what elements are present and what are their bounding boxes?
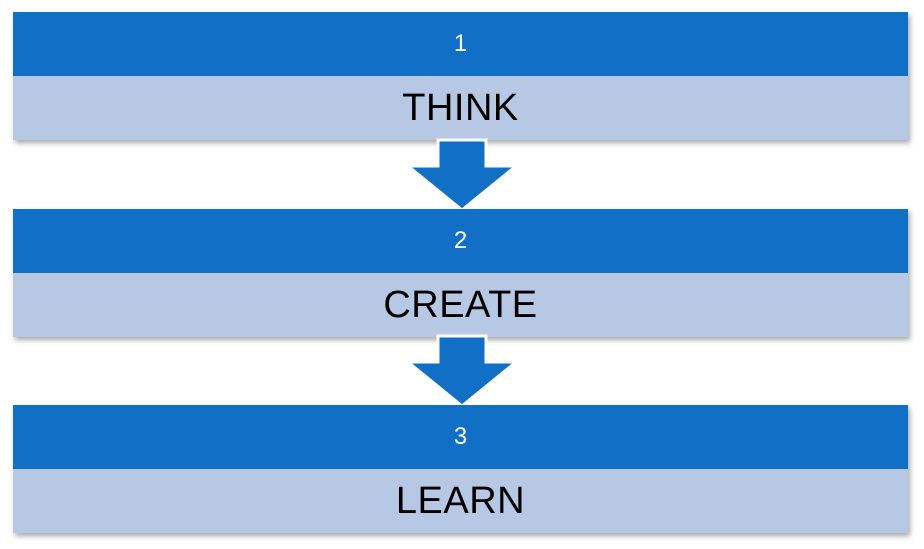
step-3-box: 3 LEARN (13, 405, 908, 533)
down-arrow-icon (404, 138, 520, 212)
step-2-box: 2 CREATE (13, 209, 908, 337)
step-1-box: 1 THINK (13, 12, 908, 140)
step-3-label: LEARN (13, 469, 908, 533)
step-2-label: CREATE (13, 273, 908, 337)
step-1-label: THINK (13, 76, 908, 140)
step-1-number: 1 (13, 12, 908, 76)
step-3-number: 3 (13, 405, 908, 469)
step-2-number: 2 (13, 209, 908, 273)
down-arrow-icon (404, 334, 520, 408)
